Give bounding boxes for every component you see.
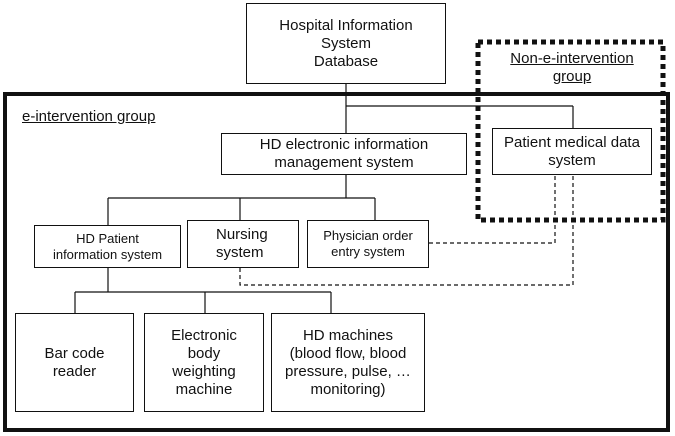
hd-machines-node: HD machines (blood flow, blood pressure,… [271, 313, 425, 412]
his-database-node: Hospital Information System Database [246, 3, 446, 84]
dashed-connectors [239, 175, 574, 286]
patient-medical-data-node: Patient medical data system [492, 128, 652, 175]
hd-patient-info-node: HD Patient information system [34, 225, 181, 268]
e-intervention-group-label: e-intervention group [22, 108, 156, 125]
physician-order-node: Physician order entry system [307, 220, 429, 268]
body-weighting-node: Electronic body weighting machine [144, 313, 264, 412]
tree-connectors [74, 84, 574, 313]
non-e-intervention-group-label: Non-e-intervention group [510, 50, 634, 85]
hd-electronic-info-node: HD electronic information management sys… [221, 133, 467, 175]
bar-code-node: Bar code reader [15, 313, 134, 412]
non-e-intervention-frame [475, 39, 666, 223]
e-intervention-frame [3, 92, 670, 432]
nursing-node: Nursing system [187, 220, 299, 268]
